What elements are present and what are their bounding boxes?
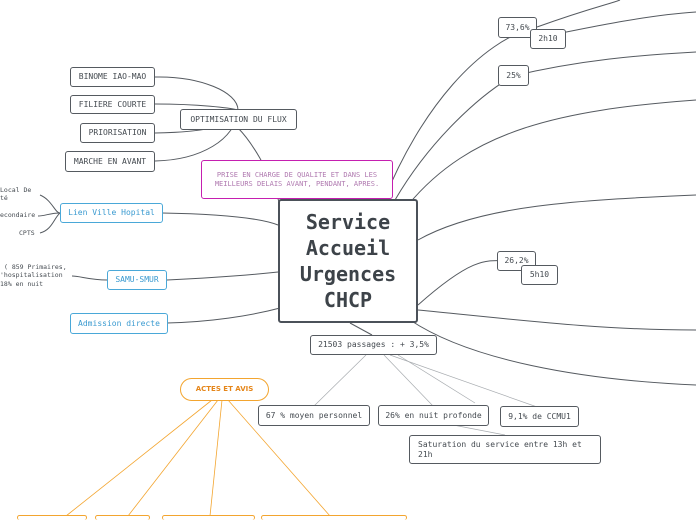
central-line-1: Service (305, 210, 391, 234)
actes-avis-node[interactable]: ACTES ET AVIS (180, 378, 269, 401)
flux-item-binome[interactable]: BINOME IAO-MAO (70, 67, 155, 87)
central-line-3: Urgences (299, 262, 397, 286)
samu-text-3: 18% en nuit (0, 280, 44, 288)
actes-child-4[interactable] (261, 515, 407, 520)
admission-directe-node[interactable]: Admission directe (70, 313, 168, 334)
central-line-4: CHCP (323, 288, 373, 312)
ville-text-2: té (0, 194, 8, 202)
actes-child-1[interactable] (17, 515, 87, 520)
flux-item-priorisation[interactable]: PRIORISATION (80, 123, 155, 143)
passages-ccmu1[interactable]: 9,1% de CCMU1 (500, 406, 579, 427)
flux-node[interactable]: OPTIMISATION DU FLUX (180, 109, 297, 130)
ville-text-3: econdaire (0, 211, 36, 219)
node-5h10[interactable]: 5h10 (521, 265, 558, 285)
passages-personnel[interactable]: 67 % moyen personnel (258, 405, 370, 426)
central-line-2: Accueil (305, 236, 391, 260)
saturation-node[interactable]: Saturation du service entre 13h et 21h (409, 435, 601, 464)
central-node[interactable]: Service Accueil Urgences CHCP (278, 199, 418, 323)
ville-text-1: Local De (0, 186, 32, 194)
ville-text-4: CPTS (19, 229, 35, 237)
node-73-percent[interactable]: 73,6% (498, 17, 537, 38)
flux-item-filiere[interactable]: FILIERE COURTE (70, 95, 155, 114)
flux-item-marche[interactable]: MARCHE EN AVANT (65, 151, 155, 172)
quality-node[interactable]: PRISE EN CHARGE DE QUALITE ET DANS LES M… (201, 160, 393, 199)
samu-text-2: 'hospitalisation (0, 271, 63, 279)
actes-child-2[interactable] (95, 515, 150, 520)
passages-nuit[interactable]: 26% en nuit profonde (378, 405, 489, 426)
actes-child-3[interactable] (162, 515, 255, 520)
node-25-percent[interactable]: 25% (498, 65, 529, 86)
samu-text-1: ( 859 Primaires, (4, 263, 67, 271)
samu-smur-node[interactable]: SAMU-SMUR (107, 270, 167, 290)
node-2h10[interactable]: 2h10 (530, 29, 566, 49)
ville-hopital-node[interactable]: Lien Ville Hopital (60, 203, 163, 223)
passages-node[interactable]: 21503 passages : + 3,5% (310, 335, 437, 355)
